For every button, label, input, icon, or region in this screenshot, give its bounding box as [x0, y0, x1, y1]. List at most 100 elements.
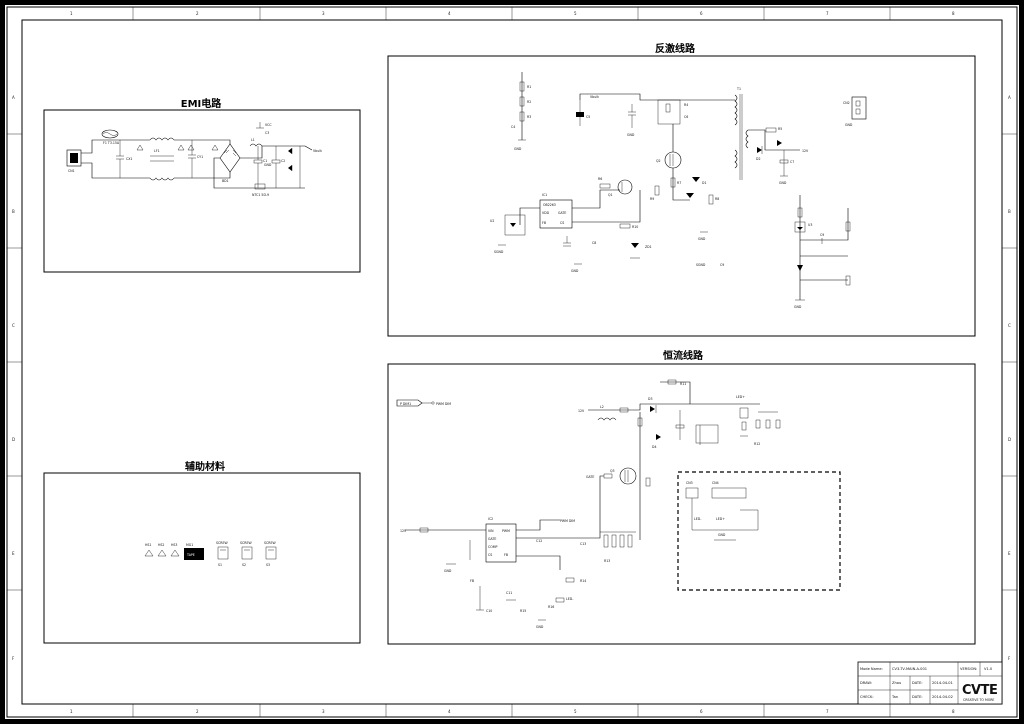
svg-text:GND: GND: [779, 181, 787, 185]
col-label: 8: [952, 709, 955, 714]
svg-text:PWM DIM: PWM DIM: [560, 519, 575, 523]
svg-text:CY1: CY1: [197, 155, 203, 159]
svg-text:LED-: LED-: [566, 597, 573, 601]
svg-text:GND: GND: [698, 237, 706, 241]
col-label: 4: [448, 709, 451, 714]
svg-text:U3: U3: [808, 223, 812, 227]
svg-text:C13: C13: [580, 542, 586, 546]
column-ruler-bottom: 1 2 3 4 5 6 7 8: [70, 704, 955, 717]
svg-text:CN4: CN4: [712, 481, 719, 485]
svg-text:U2: U2: [490, 219, 494, 223]
svg-text:SCREW: SCREW: [216, 541, 228, 545]
svg-text:R3: R3: [527, 115, 531, 119]
title-block: Mode Name: CV3-TV-MAIN-A-001 VERSION: V1…: [857, 661, 1003, 705]
vout-label: 12V: [802, 149, 809, 153]
col-label: 1: [70, 709, 73, 714]
col-label: 1: [70, 11, 73, 16]
svg-text:GATE: GATE: [558, 211, 566, 215]
col-label: 2: [196, 709, 199, 714]
svg-text:Q1: Q1: [608, 193, 613, 197]
svg-text:GND: GND: [718, 533, 726, 537]
transistor-q1: [617, 179, 633, 195]
svg-text:GND: GND: [571, 269, 579, 273]
output-connector: [851, 96, 867, 120]
constant-current-circuit: P DIM1 PWM DIM 12V L2 D3 D4 R11 LED+ R12: [396, 379, 841, 629]
svg-text:HS2: HS2: [158, 543, 164, 547]
model-name-label: Mode Name:: [860, 667, 883, 671]
col-label: 5: [574, 709, 577, 714]
svg-text:CN3: CN3: [686, 481, 693, 485]
svg-text:R14: R14: [580, 579, 586, 583]
svg-text:R1: R1: [527, 85, 531, 89]
svg-text:S3: S3: [266, 563, 270, 567]
svg-text:GND: GND: [845, 123, 853, 127]
svg-text:D1: D1: [702, 181, 706, 185]
svg-text:L2: L2: [600, 405, 604, 409]
row-ruler-left: A B C D E F: [7, 95, 22, 661]
svg-text:C2: C2: [281, 159, 285, 163]
emi-circuit: CN1 F1 T3.15A CX1 LF1 CY1 BD1: [66, 122, 322, 197]
svg-text:GATE: GATE: [488, 537, 496, 541]
svg-text:L1: L1: [251, 138, 255, 142]
svg-text:FB: FB: [504, 553, 508, 557]
svg-text:R8: R8: [715, 197, 719, 201]
svg-text:S1: S1: [218, 563, 222, 567]
section-title-emi: EMI电路: [181, 97, 223, 110]
svg-text:C12: C12: [536, 539, 542, 543]
row-label: F: [1008, 656, 1011, 661]
svg-text:GND: GND: [514, 147, 522, 151]
fuse-label: F1 T3.15A: [103, 141, 120, 145]
svg-text:C5: C5: [586, 115, 590, 119]
pwm-controller-ic: IC1 OB2263 VDD FB GATE CS: [539, 193, 573, 229]
screw-part: SCREW S3: [264, 541, 276, 567]
svg-text:R2: R2: [527, 100, 531, 104]
row-label: F: [12, 656, 15, 661]
svg-text:C11: C11: [506, 591, 512, 595]
col-label: 6: [700, 11, 703, 16]
svg-text:MG1: MG1: [186, 543, 193, 547]
svg-text:OB2263: OB2263: [543, 203, 556, 207]
svg-text:D3: D3: [648, 397, 652, 401]
date-label: DATE:: [912, 681, 923, 685]
svg-text:COMP: COMP: [488, 545, 497, 549]
svg-text:C1: C1: [263, 159, 267, 163]
row-label: C: [1008, 323, 1011, 328]
company-logo: CVTE: [962, 683, 997, 698]
svg-text:ZD1: ZD1: [645, 245, 652, 249]
svg-text:T1: T1: [736, 87, 741, 91]
svg-text:Q2: Q2: [656, 159, 661, 163]
section-title-flyback: 反激线路: [655, 42, 696, 55]
screw-part: SCREW S1: [216, 541, 228, 567]
row-label: B: [12, 209, 15, 214]
mosfet-q3: [619, 467, 637, 485]
svg-text:CN2: CN2: [843, 101, 850, 105]
svg-text:C4: C4: [511, 125, 515, 129]
row-label: A: [12, 95, 15, 100]
row-label: E: [1008, 551, 1011, 556]
svg-text:GND: GND: [264, 163, 272, 167]
date-value: 2014-04-01: [932, 681, 953, 685]
svg-text:SCREW: SCREW: [264, 541, 276, 545]
svg-text:R15: R15: [520, 609, 526, 613]
row-ruler-right: A B C D E F: [1002, 95, 1017, 661]
magnetic-part: [184, 548, 204, 560]
svg-text:12V: 12V: [400, 529, 407, 533]
svg-text:HS1: HS1: [145, 543, 151, 547]
svg-text:S2: S2: [242, 563, 246, 567]
svg-text:SCREW: SCREW: [240, 541, 252, 545]
svg-text:LED+: LED+: [716, 517, 725, 521]
svg-text:R5: R5: [778, 127, 782, 131]
section-title-auxiliary: 辅助材料: [185, 460, 225, 473]
constant-current-section-box: [387, 363, 976, 645]
svg-text:R11: R11: [680, 382, 686, 386]
svg-text:P DIM1: P DIM1: [400, 402, 411, 406]
flyback-circuit: R1 R2 R3 GND C4 Vbulk C5 R4 C6 GND T1: [490, 72, 867, 309]
svg-text:R9: R9: [650, 197, 654, 201]
svg-text:LF1: LF1: [154, 149, 160, 153]
svg-text:12V: 12V: [578, 409, 585, 413]
cn1-label: CN1: [68, 169, 75, 173]
svg-text:C6: C6: [684, 115, 688, 119]
vbulk-label: Vbulk: [313, 149, 322, 153]
svg-text:GND: GND: [627, 133, 635, 137]
